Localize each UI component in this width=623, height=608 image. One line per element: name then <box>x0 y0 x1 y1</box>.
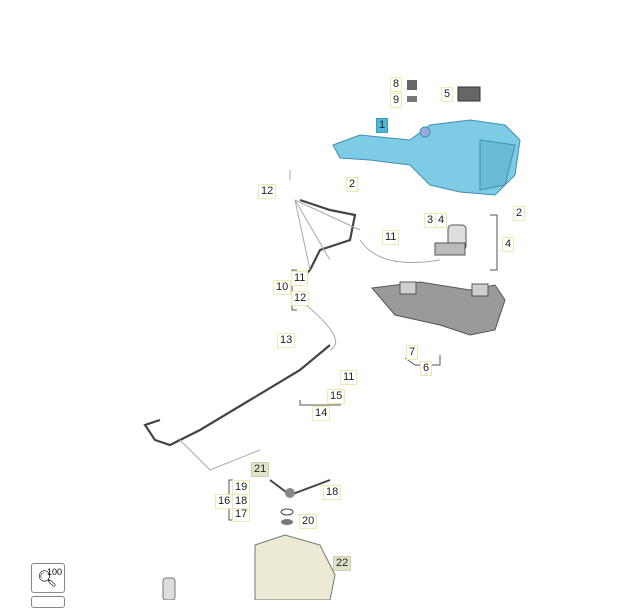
zoom-button[interactable]: 🔍︎ 100 <box>31 563 65 593</box>
callout-18[interactable]: 18 <box>323 485 342 500</box>
callout-22[interactable]: 22 <box>333 556 352 571</box>
callout-14[interactable]: 14 <box>312 406 331 421</box>
pump[interactable] <box>434 224 467 256</box>
callout-12[interactable]: 12 <box>258 184 277 199</box>
callout-17[interactable]: 17 <box>232 507 251 522</box>
callout-13[interactable]: 13 <box>277 333 296 348</box>
callout-11[interactable]: 11 <box>291 271 309 286</box>
callout-21[interactable]: 21 <box>251 462 270 477</box>
callout-12[interactable]: 12 <box>291 291 310 306</box>
callout-15[interactable]: 15 <box>327 389 346 404</box>
callout-4[interactable]: 4 <box>502 237 515 252</box>
callout-11[interactable]: 11 <box>340 370 358 385</box>
secondary-button[interactable] <box>31 596 65 608</box>
callout-5[interactable]: 5 <box>441 87 454 102</box>
callout-2[interactable]: 2 <box>346 177 359 192</box>
zoom-icon: 🔍︎ <box>37 571 58 588</box>
callout-9[interactable]: 9 <box>390 93 403 108</box>
callout-20[interactable]: 20 <box>299 514 318 529</box>
bottle <box>162 577 176 600</box>
zoom-level: 100 <box>47 567 63 577</box>
reservoir-tank[interactable] <box>332 119 521 196</box>
tray[interactable] <box>371 281 506 336</box>
leader-lines <box>179 170 441 471</box>
callout-18[interactable]: 18 <box>232 494 251 509</box>
callout-16[interactable]: 16 <box>215 494 234 509</box>
sensor[interactable] <box>457 86 481 102</box>
motor-unit[interactable] <box>254 534 336 600</box>
callout-1[interactable]: 1 <box>376 118 389 133</box>
callout-8[interactable]: 8 <box>390 77 403 92</box>
callout-4[interactable]: 4 <box>435 213 448 228</box>
callout-10[interactable]: 10 <box>273 280 292 295</box>
callout-11[interactable]: 11 <box>382 230 400 245</box>
callout-2[interactable]: 2 <box>513 206 526 221</box>
callout-19[interactable]: 19 <box>232 480 251 495</box>
nozzle-assembly[interactable] <box>269 479 331 525</box>
callout-7[interactable]: 7 <box>406 345 419 360</box>
cap[interactable] <box>407 80 417 102</box>
callout-6[interactable]: 6 <box>420 361 433 376</box>
